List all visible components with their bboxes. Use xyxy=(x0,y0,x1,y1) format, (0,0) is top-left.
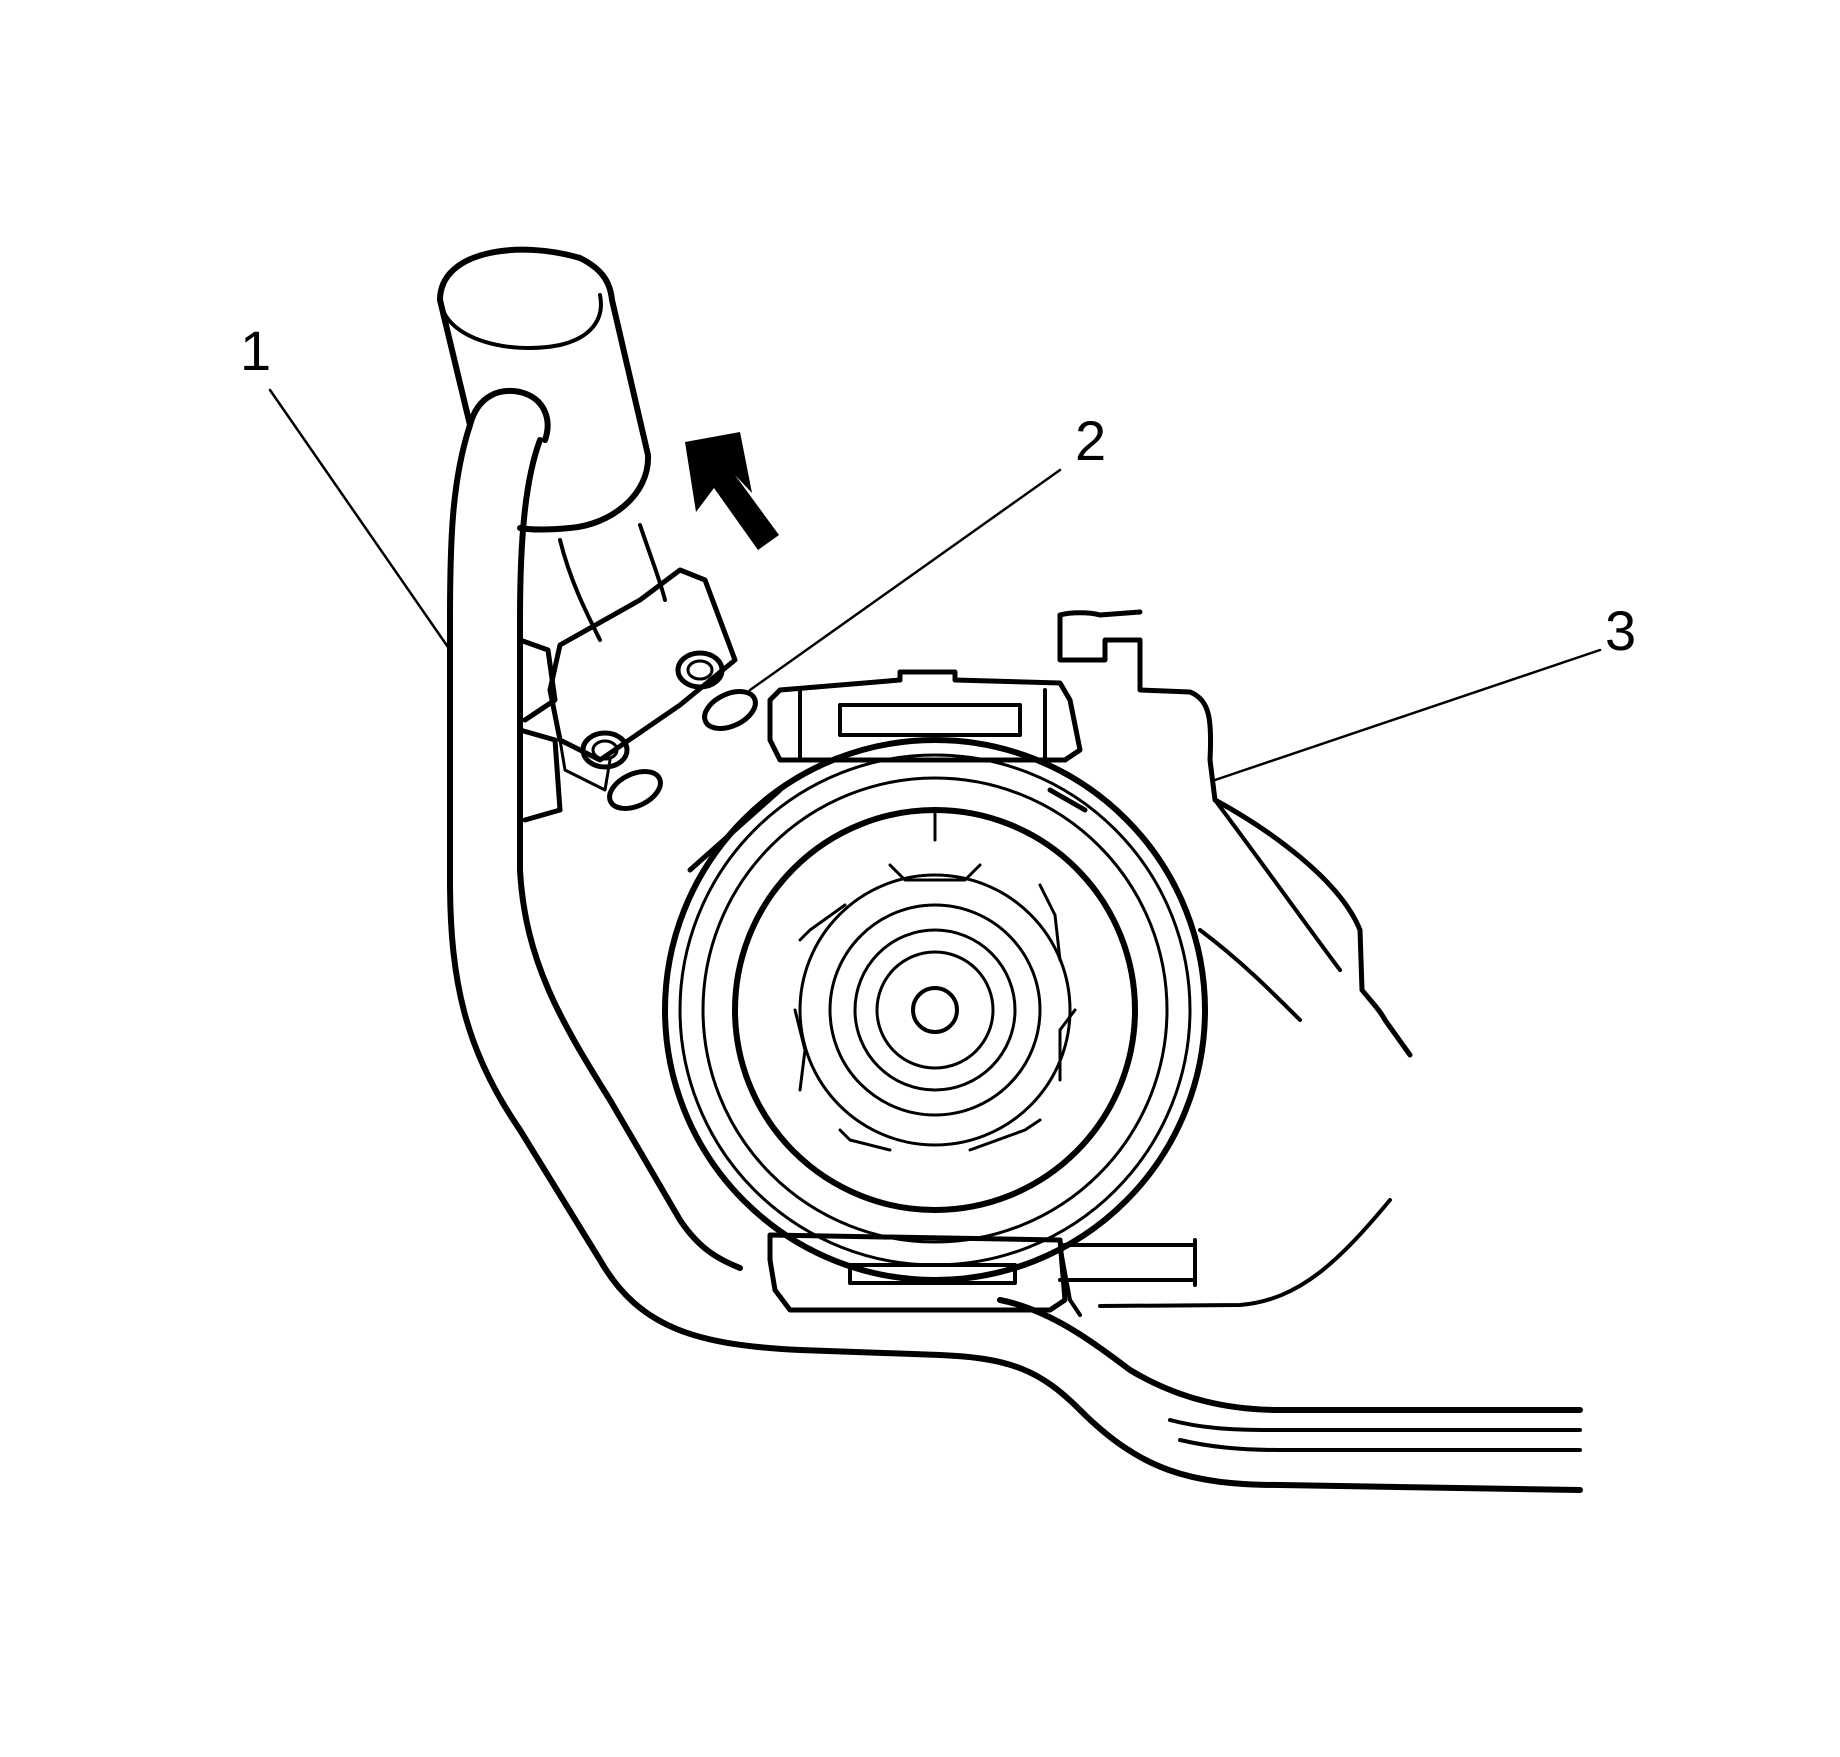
lower-bracket xyxy=(767,1232,1068,1313)
arrow-up-right-icon xyxy=(685,432,779,550)
callout-3: 3 xyxy=(1605,599,1636,662)
leader-line-2 xyxy=(748,468,1062,692)
fitting-plate xyxy=(547,567,738,763)
callout-1: 1 xyxy=(240,319,271,382)
upper-bracket-slot xyxy=(838,703,1022,737)
pulley-outer-ring xyxy=(662,737,1208,1283)
hose-neck xyxy=(467,388,551,443)
pulley-ring-2 xyxy=(678,753,1192,1267)
housing-inner-line xyxy=(1213,798,1342,972)
callout-2: 2 xyxy=(1075,409,1106,472)
lower-bracket-edge xyxy=(1058,1243,1082,1317)
fitting-block xyxy=(517,567,758,823)
housing-bottom-contour xyxy=(1098,1198,1392,1308)
o-ring-upper xyxy=(702,689,758,731)
pipe-outer-edge xyxy=(447,422,1583,1493)
clutch-center-bolt xyxy=(911,986,959,1034)
lower-bracket-stub xyxy=(1058,1238,1197,1287)
clutch-hub-segments xyxy=(793,808,1077,1152)
housing-contour xyxy=(1198,928,1302,1022)
clutch-hub-ring-4 xyxy=(875,950,995,1070)
lower-pipe-top xyxy=(997,1297,1583,1413)
ac-compressor xyxy=(662,609,1413,1317)
leader-line-3 xyxy=(1213,648,1602,782)
clutch-hub-ring-2 xyxy=(828,903,1042,1117)
refrigerant-hose-assembly xyxy=(437,246,1583,1493)
bolt-upper xyxy=(675,650,725,690)
o-ring-lower xyxy=(607,769,663,811)
pipe-inner-edge xyxy=(517,437,743,1271)
upper-bracket-edge xyxy=(798,688,1047,762)
lower-pipes xyxy=(997,1297,1583,1452)
clutch-hub-ring-1 xyxy=(798,873,1072,1147)
fitting-stub xyxy=(517,637,563,823)
compressor-housing xyxy=(1057,612,1413,1058)
top-mount xyxy=(1057,609,1143,618)
pulley-ring-3 xyxy=(701,776,1169,1244)
lower-pipe-mid-2 xyxy=(1178,1438,1582,1452)
suction-hose xyxy=(558,523,667,642)
clutch-pulley xyxy=(662,737,1208,1283)
leader-line-1 xyxy=(268,388,452,652)
hose-end-cap-rim xyxy=(438,293,603,350)
upper-bracket xyxy=(767,669,1083,763)
hose-end-cap xyxy=(437,246,652,533)
bolt-lower xyxy=(580,730,630,770)
clutch-hub-ring-3 xyxy=(853,928,1017,1092)
hose-end-cap-side xyxy=(437,297,473,428)
lower-pipe-mid-1 xyxy=(1168,1418,1582,1432)
fitting-plate-edge xyxy=(558,738,612,792)
callout-leaders xyxy=(268,388,1602,782)
